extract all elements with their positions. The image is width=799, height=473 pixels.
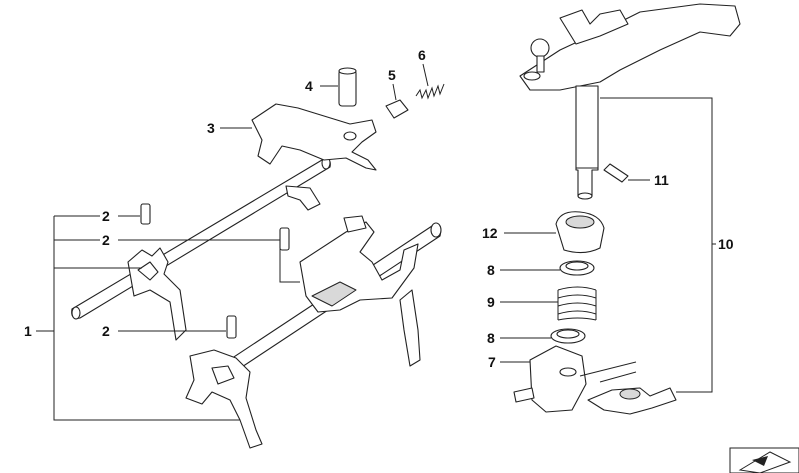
callout-5: 5	[388, 67, 396, 83]
shift-lever-upper	[251, 103, 377, 211]
bushing-12	[555, 211, 605, 254]
detent-5	[385, 99, 409, 119]
callout-2c: 2	[102, 323, 110, 339]
diagram-index-icon	[729, 447, 799, 473]
selector-shaft	[575, 85, 599, 200]
callout-3: 3	[207, 120, 215, 136]
pin-11	[603, 163, 629, 183]
callout-9: 9	[487, 294, 495, 310]
pin-2a	[140, 203, 151, 225]
callout-7: 7	[488, 354, 496, 370]
leader-lines	[36, 63, 716, 421]
callout-11: 11	[654, 172, 669, 188]
spring-9	[557, 286, 597, 321]
pin-4	[338, 67, 357, 107]
callout-4: 4	[305, 78, 313, 94]
shift-fork-center	[299, 215, 421, 367]
interlock-plate	[587, 387, 677, 415]
callout-2b: 2	[102, 232, 110, 248]
selector-lever-top	[519, 3, 741, 91]
callout-8a: 8	[487, 262, 495, 278]
washer-8a	[559, 260, 595, 276]
pin-2b	[279, 227, 290, 251]
callout-12: 12	[482, 225, 498, 241]
callout-2a: 2	[102, 208, 110, 224]
callout-8b: 8	[487, 330, 495, 346]
shift-fork-left	[127, 247, 187, 341]
pin-2c	[226, 315, 237, 339]
callout-10: 10	[718, 236, 734, 252]
callout-1: 1	[24, 323, 32, 339]
callout-6: 6	[418, 47, 426, 63]
shift-fork-lower	[185, 349, 263, 449]
spring-6	[415, 83, 445, 100]
washer-8b	[550, 328, 586, 344]
shift-rail-upper	[71, 156, 331, 320]
selector-block-7	[513, 345, 587, 413]
